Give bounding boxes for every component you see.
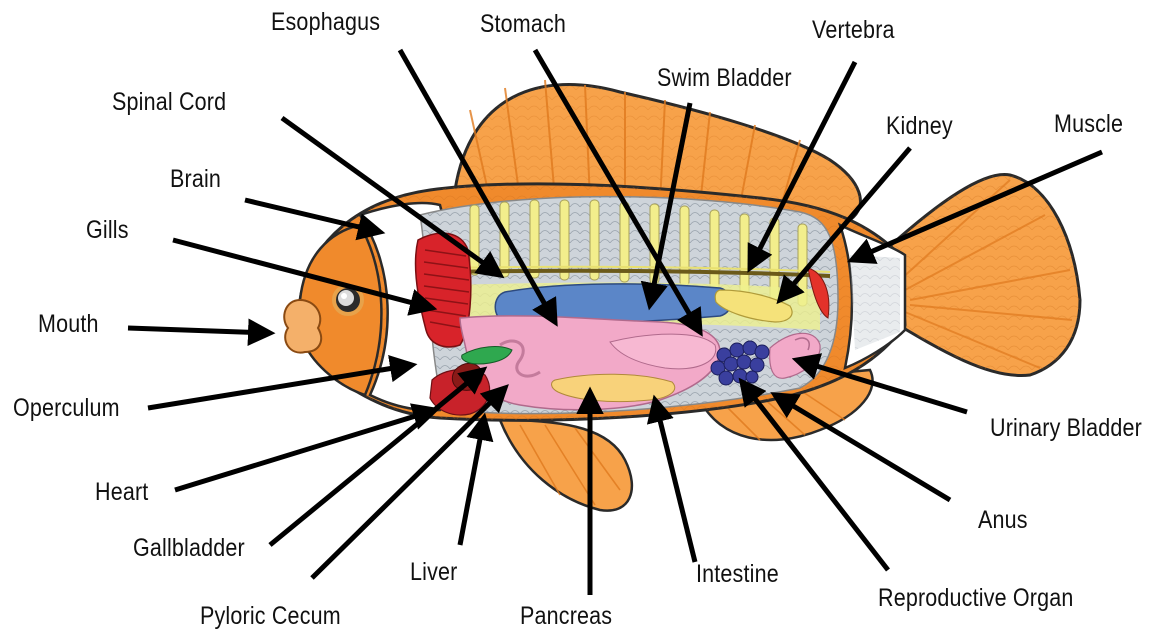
arrow-intestine	[655, 400, 695, 562]
label-swim-bladder: Swim Bladder	[657, 64, 792, 93]
label-heart: Heart	[95, 478, 148, 507]
label-operculum: Operculum	[13, 394, 120, 423]
label-pyloric-cecum: Pyloric Cecum	[200, 602, 341, 631]
label-muscle: Muscle	[1054, 110, 1123, 139]
label-reproductive-organ: Reproductive Organ	[878, 584, 1074, 613]
arrow-mouth	[128, 328, 270, 333]
label-gills: Gills	[86, 216, 129, 245]
label-urinary-bladder: Urinary Bladder	[990, 414, 1142, 443]
arrow-anus	[775, 395, 950, 500]
arrow-liver	[460, 418, 484, 545]
label-esophagus: Esophagus	[271, 8, 380, 37]
label-gallbladder: Gallbladder	[133, 534, 245, 563]
label-vertebra: Vertebra	[812, 16, 895, 45]
label-kidney: Kidney	[886, 112, 953, 141]
fish-head	[284, 225, 381, 395]
label-liver: Liver	[410, 558, 457, 587]
label-pancreas: Pancreas	[520, 602, 612, 631]
label-anus: Anus	[978, 506, 1028, 535]
label-spinal-cord: Spinal Cord	[112, 88, 226, 117]
label-mouth: Mouth	[38, 310, 99, 339]
mouth-lips	[284, 300, 321, 353]
label-intestine: Intestine	[696, 560, 779, 589]
arrow-heart	[175, 410, 435, 490]
label-brain: Brain	[170, 165, 221, 194]
label-stomach: Stomach	[480, 10, 566, 39]
pelvic-fin	[500, 420, 632, 511]
